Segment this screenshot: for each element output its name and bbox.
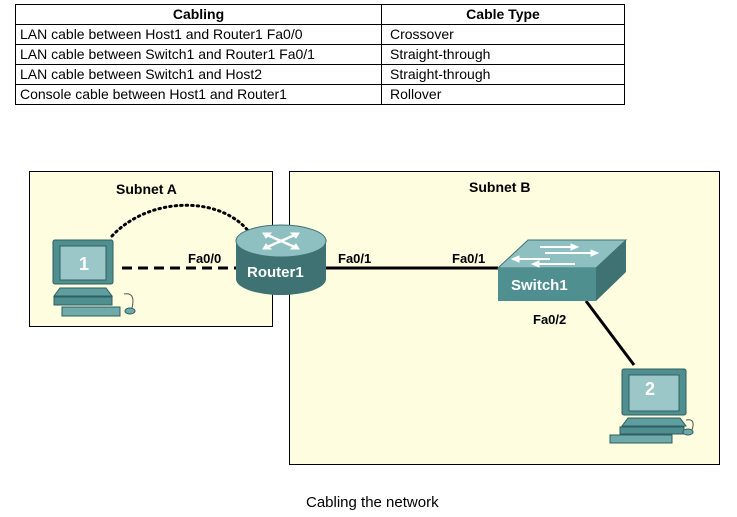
router-label: Router1 bbox=[247, 264, 304, 281]
cabling-table: Cabling Cable Type LAN cable between Hos… bbox=[15, 4, 625, 105]
host1-label: 1 bbox=[79, 254, 90, 274]
subnet-a-label: Subnet A bbox=[116, 181, 177, 197]
switch-host2-cable bbox=[584, 300, 636, 366]
switch-icon bbox=[496, 239, 628, 301]
switch-label: Switch1 bbox=[511, 277, 568, 294]
port-label-router-fa00: Fa0/0 bbox=[188, 251, 222, 266]
cable-type-cell: Rollover bbox=[381, 84, 625, 105]
port-label-switch-fa02: Fa0/2 bbox=[533, 312, 567, 327]
table-row: Console cable between Host1 and Router1 … bbox=[15, 84, 625, 105]
subnet-b-box bbox=[289, 171, 720, 465]
cabling-cell: LAN cable between Switch1 and Router1 Fa… bbox=[15, 44, 382, 65]
subnet-b-label: Subnet B bbox=[469, 179, 531, 195]
host2-computer-icon bbox=[609, 368, 694, 444]
port-label-switch-fa01: Fa0/1 bbox=[452, 251, 486, 266]
port-label-router-fa01: Fa0/1 bbox=[338, 251, 372, 266]
table-row: LAN cable between Switch1 and Router1 Fa… bbox=[15, 44, 625, 65]
router-icon bbox=[235, 224, 327, 295]
host2-label: 2 bbox=[645, 379, 656, 399]
host1-computer-icon bbox=[52, 239, 136, 317]
console-cable bbox=[110, 203, 254, 238]
figure-caption: Cabling the network bbox=[306, 494, 439, 511]
